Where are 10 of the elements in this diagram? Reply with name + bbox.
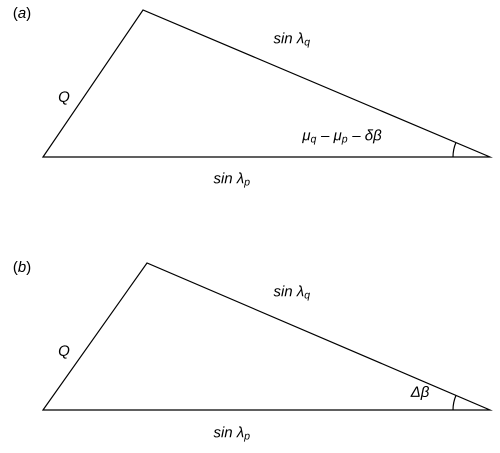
side-label: sin λ$_{p}$ bbox=[214, 172, 250, 188]
side-label: sin λ$_{q}$ bbox=[274, 32, 310, 48]
side-label: sin λ$_{p}$ bbox=[214, 426, 250, 442]
panel-label: (b) bbox=[14, 261, 30, 275]
side-label: Q bbox=[58, 345, 70, 359]
panel-label: (a) bbox=[14, 7, 30, 21]
side-label: sin λ$_{q}$ bbox=[274, 285, 310, 301]
angle-label: Δβ bbox=[410, 386, 429, 400]
side-label: Q bbox=[58, 91, 70, 105]
angle-label: μ$_{q}$ – μ$_{p}$ – δβ bbox=[302, 129, 382, 145]
